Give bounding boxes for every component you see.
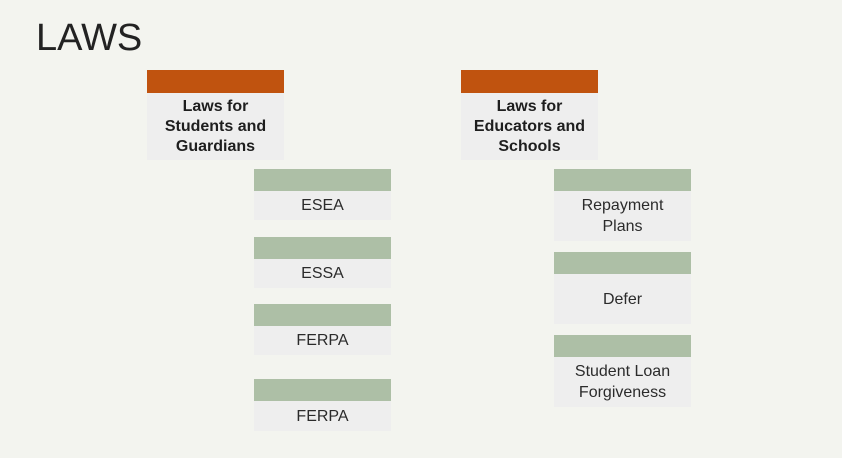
item-accent-bar — [554, 169, 691, 191]
left-item-label: FERPA — [254, 326, 391, 355]
item-accent-bar — [254, 237, 391, 259]
right-item-student-loan-forgiveness: Student Loan Forgiveness — [554, 335, 691, 407]
left-item-ferpa-2: FERPA — [254, 379, 391, 431]
left-header-label: Laws for Students and Guardians — [147, 93, 284, 160]
left-item-label: ESEA — [254, 191, 391, 220]
right-header-label: Laws for Educators and Schools — [461, 93, 598, 160]
item-accent-bar — [554, 252, 691, 274]
left-item-essa: ESSA — [254, 237, 391, 288]
item-accent-bar — [254, 169, 391, 191]
header-accent-bar — [147, 70, 284, 93]
slide-title: LAWS — [36, 17, 143, 59]
left-item-label: FERPA — [254, 401, 391, 431]
right-item-label: Defer — [554, 274, 691, 324]
left-item-esea: ESEA — [254, 169, 391, 220]
header-accent-bar — [461, 70, 598, 93]
left-item-label: ESSA — [254, 259, 391, 288]
right-item-defer: Defer — [554, 252, 691, 324]
item-accent-bar — [254, 304, 391, 326]
right-item-repayment-plans: Repayment Plans — [554, 169, 691, 241]
right-item-label: Student Loan Forgiveness — [554, 357, 691, 407]
right-item-label: Repayment Plans — [554, 191, 691, 241]
right-header-card: Laws for Educators and Schools — [461, 70, 598, 160]
item-accent-bar — [554, 335, 691, 357]
item-accent-bar — [254, 379, 391, 401]
left-header-card: Laws for Students and Guardians — [147, 70, 284, 160]
left-item-ferpa-1: FERPA — [254, 304, 391, 355]
